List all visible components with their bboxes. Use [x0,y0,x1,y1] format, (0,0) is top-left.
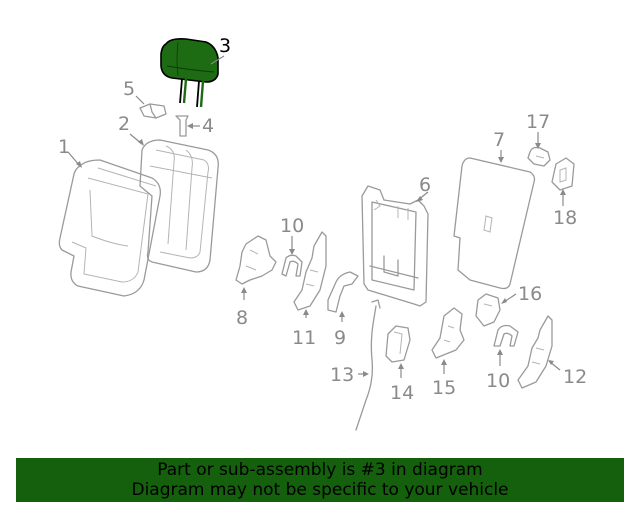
part-7-back-panel[interactable] [453,157,536,290]
callout-8: 8 [236,307,248,329]
callout-6: 6 [419,174,431,196]
callout-2: 2 [118,113,130,135]
part-16-latch-cover[interactable] [475,293,501,327]
callout-11: 11 [292,327,316,349]
part-18-cover[interactable] [551,157,575,191]
banner-background [16,458,624,502]
part-4-guide-pin[interactable] [175,115,189,137]
banner-line-1: Part or sub-assembly is #3 in diagram [157,460,483,480]
part-6-seat-back-frame[interactable] [361,185,429,307]
banner-line-2: Diagram may not be specific to your vehi… [131,480,509,500]
callout-13: 13 [330,364,354,386]
info-banner: Part or sub-assembly is #3 in diagram Di… [16,458,624,502]
callout-4: 4 [202,115,214,137]
callout-16: 16 [518,283,542,305]
callout-17: 17 [526,111,550,133]
part-2-seat-back[interactable] [139,139,219,273]
part-3-headrest[interactable] [160,38,219,108]
part-10-spring[interactable] [281,254,303,277]
callout-5: 5 [123,78,135,100]
part-11-recliner[interactable] [293,231,327,311]
callout-14: 14 [390,382,414,404]
part-1-seat-cushion[interactable] [58,159,161,297]
part-8-hinge-bracket[interactable] [235,235,277,285]
part-12-recliner-right[interactable] [517,315,553,389]
callout-15: 15 [432,377,456,399]
part-14-handle-cover[interactable] [385,325,411,363]
part-9-bracket[interactable] [327,271,359,313]
part-15-latch[interactable] [431,307,465,359]
callout-3: 3 [219,35,231,57]
part-10-spring-right[interactable] [493,324,519,347]
callout-18: 18 [553,207,577,229]
part-17-clip[interactable] [527,146,551,167]
callout-7: 7 [493,129,505,151]
callout-9: 9 [334,327,346,349]
part-13-cable[interactable] [355,299,381,431]
callout-10a: 10 [280,215,304,237]
part-5-headrest-guide[interactable] [139,103,167,119]
callout-12: 12 [563,366,587,388]
callout-10b: 10 [486,370,510,392]
callout-1: 1 [58,136,70,158]
